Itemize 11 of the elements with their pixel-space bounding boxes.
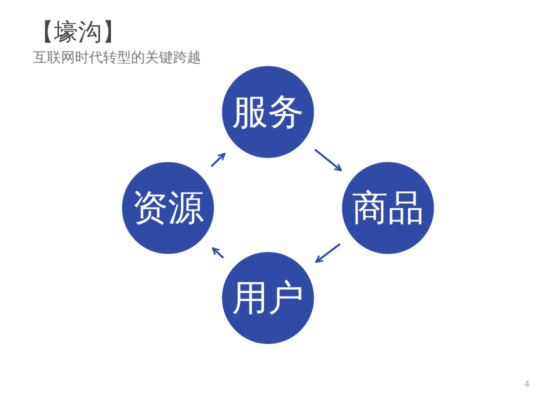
subtitle: 互联网时代转型的关键跨越 — [33, 49, 201, 67]
circle-node: 商品 — [342, 162, 434, 254]
arrow — [314, 148, 342, 172]
arrow — [212, 247, 224, 259]
arrow — [210, 152, 226, 168]
circle-node: 服务 — [222, 66, 314, 158]
arrow — [315, 243, 341, 263]
title: 【壕沟】 — [30, 17, 126, 48]
circle-node: 资源 — [122, 162, 214, 254]
page-number: 4 — [524, 380, 530, 390]
circle-node: 用户 — [222, 252, 314, 344]
